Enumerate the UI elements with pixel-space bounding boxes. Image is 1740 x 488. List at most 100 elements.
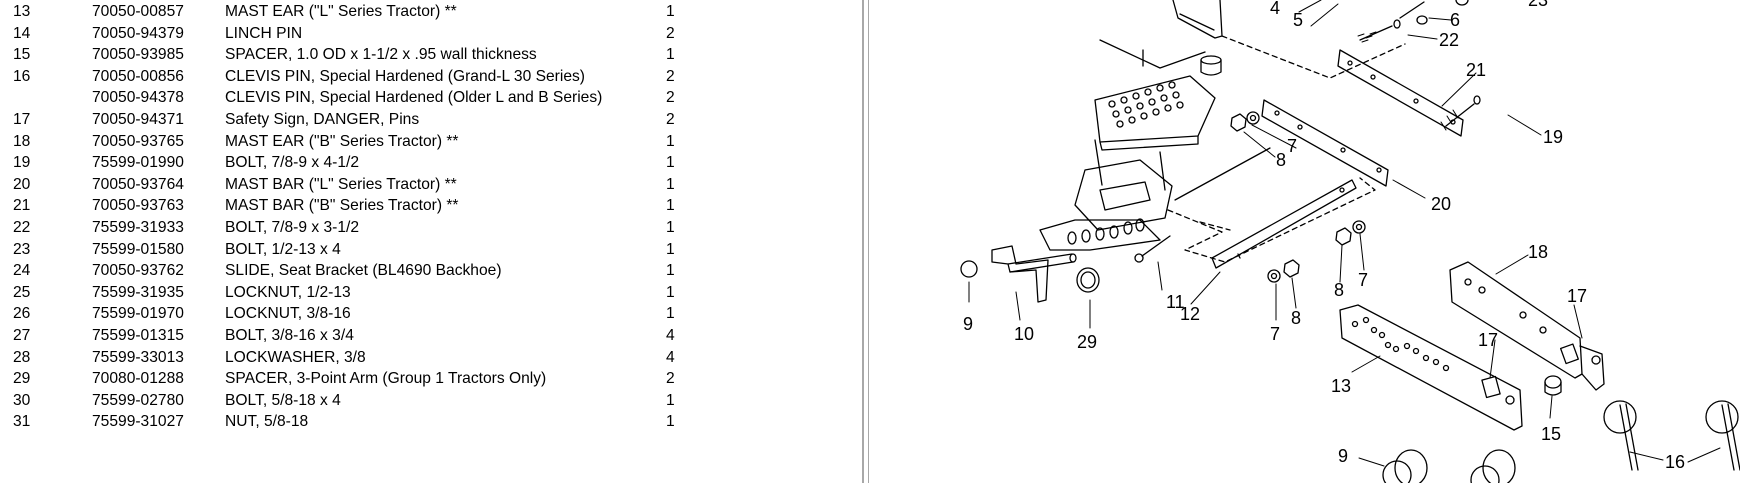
bolt-11: [1141, 235, 1171, 257]
part-description: MAST BAR ("B" Series Tractor) **: [225, 197, 459, 215]
linch-pin-ring-2: [1705, 400, 1739, 434]
quantity: 1: [666, 154, 675, 172]
item-number: 22: [13, 218, 31, 236]
part-number: 70050-00857: [92, 3, 184, 20]
step-plate-holes: [1108, 81, 1184, 128]
quantity: 1: [666, 3, 675, 20]
callout-18: 18: [1528, 242, 1548, 262]
callout-7-lower: 7: [1270, 324, 1280, 344]
assembly-guide-lines: [1167, 35, 1406, 263]
part-number: 70050-93764: [92, 175, 184, 193]
parts-table: 13 70050-00857 MAST EAR ("L" Series Tracto…: [13, 1, 683, 433]
item-number: 27: [13, 326, 31, 344]
item-number: 25: [13, 283, 31, 301]
page-divider-inner: [868, 0, 869, 483]
item-number: 13: [13, 3, 31, 20]
linch-pin-ring-1: [1603, 400, 1637, 434]
quantity: 4: [666, 348, 675, 366]
callout-15: 15: [1541, 424, 1561, 444]
callout-7-right: 7: [1358, 270, 1368, 290]
quantity: 1: [666, 240, 675, 258]
item-number: 19: [13, 154, 31, 172]
step-plate-edge: [1099, 135, 1199, 151]
quantity: 4: [666, 326, 675, 344]
callout-8-top: 8: [1276, 150, 1286, 170]
callout-10: 10: [1014, 324, 1034, 344]
quantity: 2: [666, 89, 675, 107]
nut-8-top: [1230, 113, 1247, 132]
exploded-diagram-page: 4 5 6 23 22 21 19 7 8 20 9 10 29 11 12 7…: [871, 0, 1740, 488]
part-description: BOLT, 7/8-9 x 3-1/2: [225, 218, 360, 236]
table-row: 13 70050-00857 MAST EAR ("L" Series Tracto…: [13, 1, 683, 23]
part-description: CLEVIS PIN, Special Hardened (Older L an…: [225, 89, 603, 107]
item-number: 17: [13, 110, 31, 128]
part-description: BOLT, 5/8-18 x 4: [225, 391, 341, 409]
quantity: 1: [666, 262, 675, 280]
step-plate: [1094, 75, 1216, 143]
item-number: 30: [13, 391, 31, 409]
part-description: BOLT, 3/8-16 x 3/4: [225, 326, 354, 344]
part-number: 75599-01970: [92, 305, 184, 323]
bolt-19: [1445, 103, 1475, 127]
part-description: LOCKNUT, 1/2-13: [225, 283, 351, 301]
table-row: 70050-94378 CLEVIS PIN, Special Hardened …: [13, 87, 683, 109]
part-number: 75599-33013: [92, 348, 184, 366]
item-number: 23: [13, 240, 31, 258]
callout-17-lower: 17: [1478, 330, 1498, 350]
part-description: CLEVIS PIN, Special Hardened (Grand-L 30…: [225, 67, 585, 85]
nut-8-lower: [1283, 259, 1300, 278]
frame-posts: [1094, 139, 1166, 191]
part-number: 70050-94371: [92, 110, 184, 128]
item-number: 28: [13, 348, 31, 366]
part-number: 75599-31027: [92, 413, 184, 431]
mast-connect-line: [1174, 147, 1271, 201]
part-number: 70080-01288: [92, 370, 184, 388]
part-number: 75599-01990: [92, 154, 184, 172]
callout-4: 4: [1270, 0, 1280, 18]
callout-9: 9: [963, 314, 973, 334]
part-number: 70050-00856: [92, 67, 184, 85]
quantity: 1: [666, 46, 675, 64]
quantity: 1: [666, 305, 675, 323]
diagram-callout-labels: 4 5 6 23 22 21 19 7 8 20 9 10 29 11 12 7…: [963, 0, 1685, 472]
part-number: 70050-93765: [92, 132, 184, 150]
mast-bar-21: [1337, 49, 1464, 137]
callout-11: 11: [1166, 292, 1185, 312]
mount-base-holes: [1067, 218, 1145, 245]
item-number: 21: [13, 197, 31, 215]
part-number: 70050-94378: [92, 89, 184, 107]
item-number: 15: [13, 46, 31, 64]
spacer-cylinder-body: [1200, 59, 1222, 76]
callout-12: 12: [1180, 304, 1200, 324]
part-description: MAST EAR ("L" Series Tractor) **: [225, 3, 457, 20]
seat-bracket-top: [1172, 0, 1223, 39]
part-description: SLIDE, Seat Bracket (BL4690 Backhoe): [225, 262, 502, 280]
part-description: MAST BAR ("L" Series Tractor) **: [225, 175, 457, 193]
part-number: 75599-31933: [92, 218, 184, 236]
part-description: LOCKWASHER, 3/8: [225, 348, 366, 366]
callout-7-top: 7: [1287, 136, 1297, 156]
quantity: 2: [666, 24, 675, 42]
callout-29: 29: [1077, 332, 1097, 352]
washer-7-top: [1246, 111, 1260, 125]
washer-7-lower: [1267, 269, 1281, 283]
callout-22: 22: [1439, 30, 1459, 50]
part-description: SPACER, 3-Point Arm (Group 1 Tractors On…: [225, 370, 547, 388]
table-row: 28 75599-33013 LOCKWASHER, 3/8 4: [13, 347, 683, 369]
part-description: Safety Sign, DANGER, Pins: [225, 110, 420, 128]
part-number: 70050-94379: [92, 24, 184, 42]
part-description: LINCH PIN: [225, 24, 303, 42]
bolt-22: [1359, 25, 1393, 41]
quantity: 2: [666, 67, 675, 85]
callout-17-upper: 17: [1567, 286, 1587, 306]
pin-10: [991, 245, 1049, 303]
